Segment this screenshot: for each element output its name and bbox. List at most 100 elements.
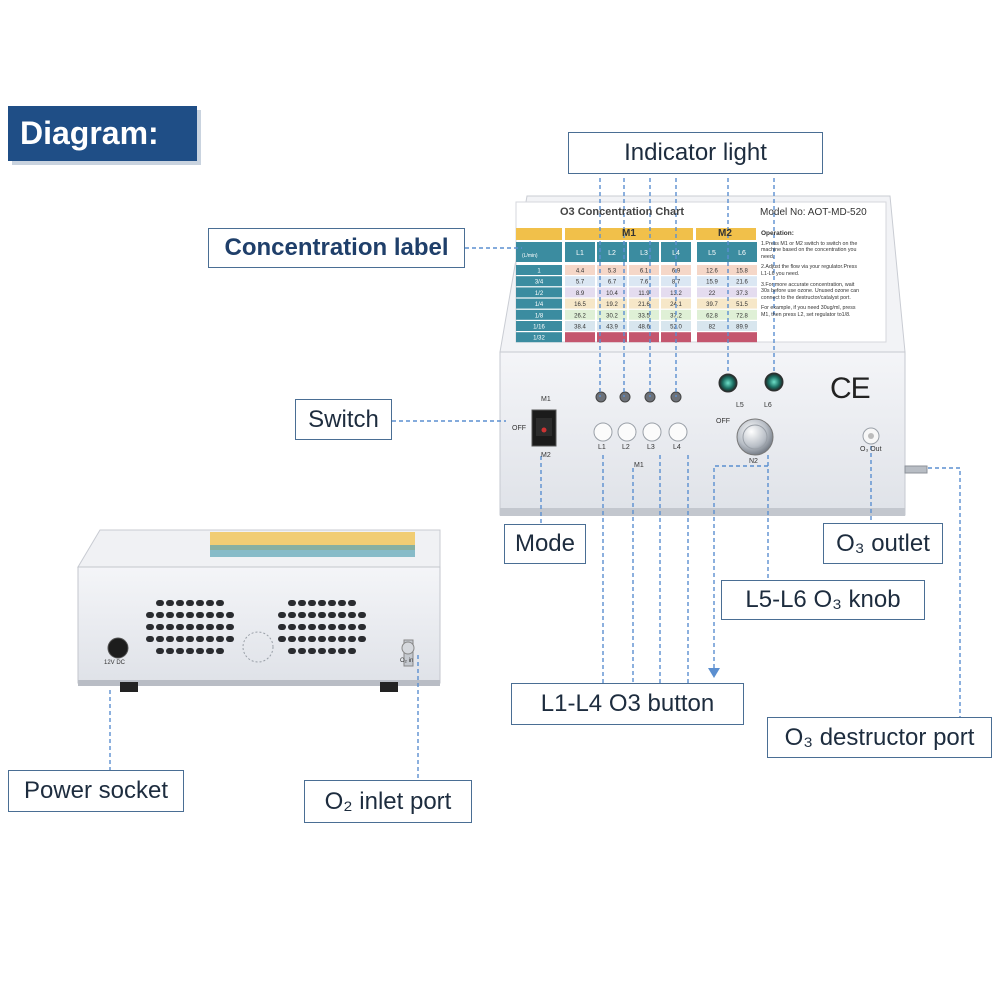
- vent-slot: [216, 612, 224, 618]
- table-cell-value: 21.6: [638, 302, 650, 308]
- back-body: [77, 566, 441, 684]
- vent-slot: [298, 600, 306, 606]
- table-cell: [661, 332, 691, 343]
- vent-slot: [176, 636, 184, 642]
- operation-line: M1, then press L2, set regulator to1/8.: [761, 311, 851, 318]
- flow-value: 1/4: [535, 302, 544, 308]
- button-label-l2: L2: [622, 444, 630, 451]
- table-cell: [697, 298, 727, 309]
- vent-slot: [186, 624, 194, 630]
- vent-slot: [308, 636, 316, 642]
- vent-slot: [348, 648, 356, 654]
- vent-slot: [186, 648, 194, 654]
- vent-slot: [338, 636, 346, 642]
- vent-slot: [328, 612, 336, 618]
- vent-slot: [186, 600, 194, 606]
- vent-slot: [358, 636, 366, 642]
- destructor-label: O₃ destructor port: [784, 723, 975, 751]
- vent-slot: [216, 636, 224, 642]
- flow-cell: [516, 265, 562, 275]
- flow-cell: [516, 287, 562, 298]
- vent-slot: [206, 600, 214, 606]
- o3-button-l2[interactable]: [617, 422, 637, 442]
- switch-label: Switch: [308, 405, 379, 433]
- l5-l6-knob: [736, 418, 774, 456]
- table-cell: [727, 298, 757, 309]
- vent-slot: [278, 612, 286, 618]
- indicator-light-label: Indicator light: [624, 139, 767, 166]
- vent-slot: [206, 624, 214, 630]
- vent-slot: [176, 612, 184, 618]
- table-cell-value: 7.6: [640, 280, 649, 286]
- table-cell: [597, 265, 627, 275]
- table-cell: [727, 309, 757, 320]
- o3-outlet-label: O₃ outlet: [836, 529, 930, 557]
- vent-slot: [348, 612, 356, 618]
- table-cell-value: 16.5: [574, 302, 586, 308]
- vent-slot: [156, 648, 164, 654]
- col-header-label: L3: [640, 250, 648, 257]
- table-cell: [727, 265, 757, 275]
- table-cell-value: 26.2: [574, 313, 586, 319]
- flow-value: 1/16: [533, 325, 545, 331]
- table-cell-value: 43.9: [606, 325, 618, 331]
- vent-slot: [186, 636, 194, 642]
- flow-value: 1: [537, 269, 541, 275]
- switch-m1-label: M1: [541, 396, 551, 403]
- vent-slot: [166, 612, 174, 618]
- operation-line: connect to the destructor/catalyst port.: [761, 294, 851, 301]
- table-cell: [727, 287, 757, 298]
- table-cell: [629, 332, 659, 343]
- chart-title: O3 Concentration Chart: [560, 206, 685, 218]
- operation-line: 1.Press M1 or M2 switch to switch on the: [761, 240, 858, 247]
- table-cell-value: 6.7: [608, 280, 617, 286]
- vent-slot: [226, 612, 234, 618]
- operation-line: L1-L6 you need.: [761, 270, 800, 277]
- table-cell-value: 19.2: [606, 302, 618, 308]
- flow-value: 1/32: [533, 336, 545, 342]
- back-seal: [242, 631, 274, 663]
- table-cell: [565, 287, 595, 298]
- table-cell: [697, 332, 727, 343]
- table-cell-value: 15.8: [736, 269, 748, 275]
- back-dc-label: 12V DC: [104, 660, 126, 666]
- vent-slot: [358, 624, 366, 630]
- table-cell: [565, 276, 595, 287]
- table-cell: [565, 321, 595, 331]
- o3-button-l4[interactable]: [668, 422, 688, 442]
- table-cell: [727, 332, 757, 343]
- knob-l6-label: L6: [764, 402, 772, 409]
- vent-slot: [288, 648, 296, 654]
- vent-slot: [328, 624, 336, 630]
- table-cell: [597, 321, 627, 331]
- vent-slot: [298, 624, 306, 630]
- operation-line: need.: [761, 253, 775, 260]
- table-cell: [629, 298, 659, 309]
- table-cell: [629, 321, 659, 331]
- vent-slot: [338, 624, 346, 630]
- table-cell-value: 5.3: [608, 269, 617, 275]
- table-cell-value: 89.9: [736, 325, 748, 331]
- buttons-m1-caption: M1: [634, 462, 644, 469]
- group-m1-label: M1: [622, 228, 636, 239]
- o3-button-l1[interactable]: [593, 422, 613, 442]
- vent-slot: [216, 600, 224, 606]
- vent-slot: [196, 600, 204, 606]
- power-socket-label: Power socket: [23, 777, 169, 804]
- vent-slot: [288, 636, 296, 642]
- operation-line: 30s before use ozone. Unused ozone can: [761, 288, 860, 295]
- vent-slot: [308, 624, 316, 630]
- o3-button-l3[interactable]: [642, 422, 662, 442]
- table-cell: [597, 276, 627, 287]
- table-cell-value: 30.2: [606, 313, 618, 319]
- back-o2-label: O₂ in: [400, 658, 414, 664]
- table-cell-value: 21.6: [736, 280, 748, 286]
- vent-slot: [308, 648, 316, 654]
- buttons-tag: L1-L4 O3 button: [511, 683, 744, 725]
- knob-l5-label: L5: [736, 402, 744, 409]
- col-header-cell: [697, 242, 727, 262]
- table-cell-value: 6.1: [640, 269, 649, 275]
- operation-title: Operation:: [761, 230, 794, 237]
- mode-label: Mode: [514, 530, 576, 557]
